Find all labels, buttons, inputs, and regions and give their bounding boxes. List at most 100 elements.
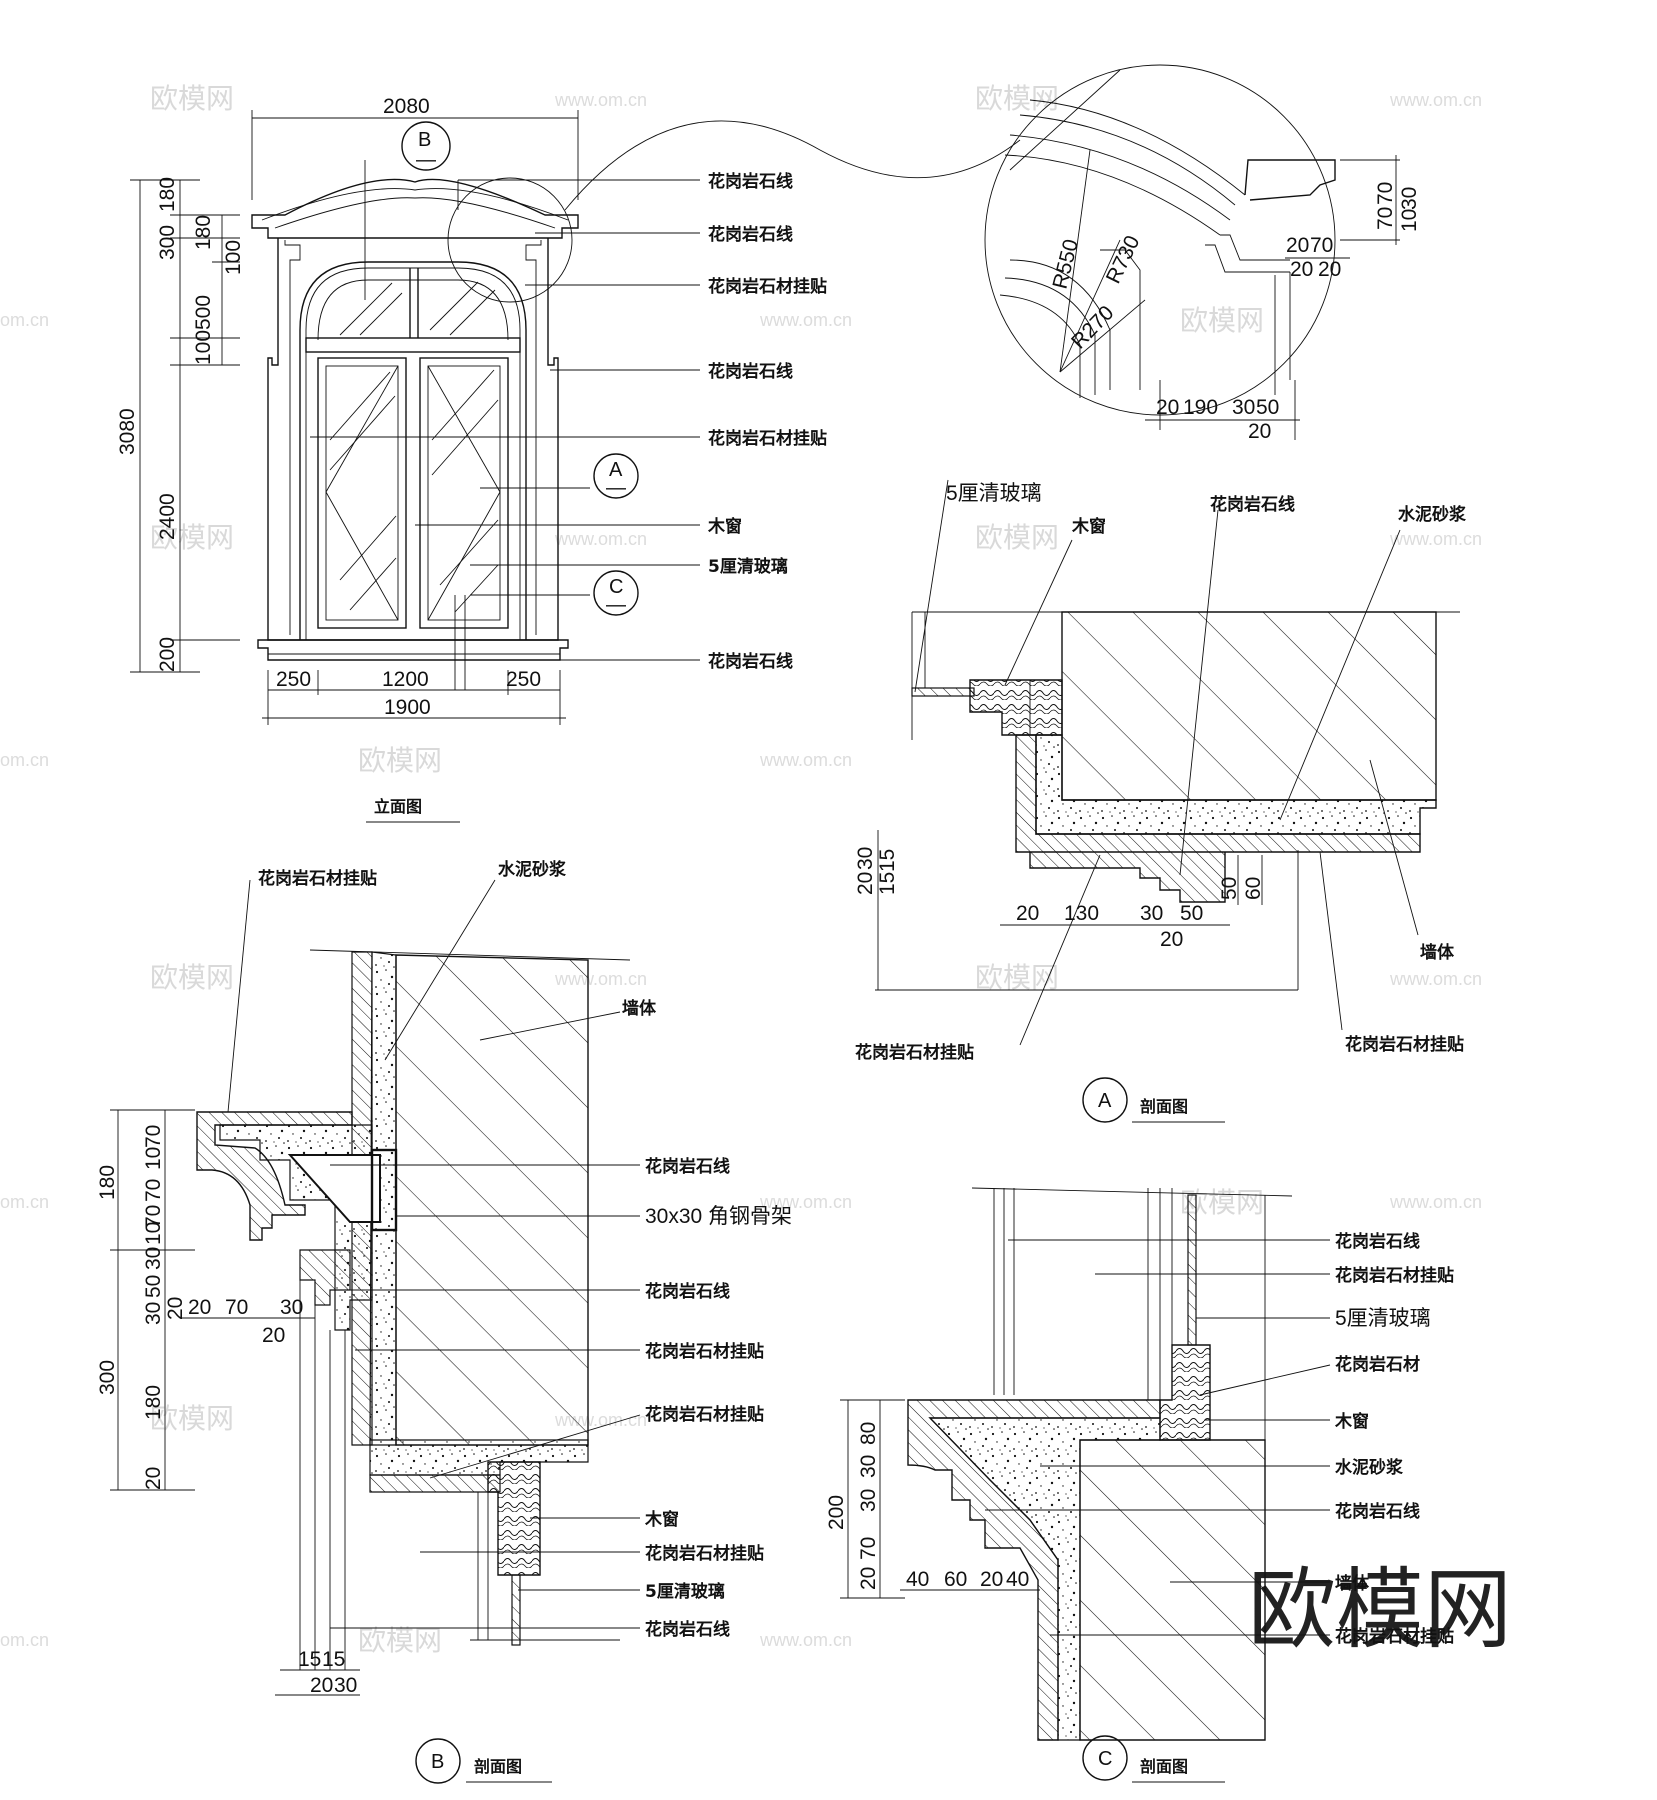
leader-line xyxy=(1179,509,1219,876)
dim-detail-mid: 20 xyxy=(1290,258,1313,281)
dim-elev-left: 2400 xyxy=(156,493,179,540)
dim-detail-mid: 20 xyxy=(1286,234,1309,257)
leader-line xyxy=(384,879,496,1061)
dim-elev-left: 200 xyxy=(156,637,179,672)
label-clear-glass: 5厘清玻璃 xyxy=(1335,1307,1431,1330)
dim-elev-bottom: 250 xyxy=(276,668,311,691)
dim-elev-bottom: 250 xyxy=(506,668,541,691)
label-granite-stone: 花岗岩石材 xyxy=(1335,1354,1420,1375)
section-marker-a xyxy=(593,453,639,499)
dim-radius: R730 xyxy=(1102,232,1145,287)
elevation-cornice-line xyxy=(274,197,556,229)
section-a-wood-window xyxy=(969,679,1063,736)
leader-line xyxy=(1004,539,1073,686)
title-section-a: 剖面图 xyxy=(1140,1097,1188,1116)
label-granite-hang: 花岗岩石材挂贴 xyxy=(1335,1626,1454,1647)
label-granite-hang: 花岗岩石材挂贴 xyxy=(645,1341,764,1362)
watermark-url: www.om.cn xyxy=(759,1630,852,1650)
dim-detail-right: 70 xyxy=(1374,182,1397,205)
watermark-url: om.cn xyxy=(0,310,49,330)
watermark-brand: 欧模网 xyxy=(975,521,1059,554)
dim-detail-bottom: 190 xyxy=(1183,396,1218,419)
label-granite-line: 花岗岩石线 xyxy=(708,651,793,672)
dim-detail-bottom: 50 xyxy=(1256,396,1279,419)
radius-line xyxy=(1059,299,1146,373)
elevation-cornice xyxy=(251,178,579,239)
watermark-url: www.om.cn xyxy=(759,750,852,770)
label-granite-hang: 花岗岩石材挂贴 xyxy=(1335,1265,1454,1286)
sash-diamond xyxy=(325,491,399,621)
section-title-marker-c-letter: C xyxy=(1098,1748,1112,1770)
elevation-sash-right xyxy=(419,357,509,629)
watermark-layer: 欧模网 www.om.cn 欧模网 www.om.cn om.cn www.om… xyxy=(0,82,1512,1661)
section-b-wood-window xyxy=(487,1461,541,1576)
dim-sec-a-bottom: 50 xyxy=(1180,902,1203,925)
dim-sec-a-left: 15 xyxy=(876,849,899,872)
detail-moulding xyxy=(1009,134,1231,221)
section-b-granite-line xyxy=(299,1249,351,1306)
elevation-sash-right-glass xyxy=(427,365,501,621)
dim-sec-b-mid: 20 xyxy=(262,1324,285,1347)
dim-detail-right: 30 xyxy=(1398,187,1421,210)
leader-line xyxy=(479,1011,621,1041)
dim-detail-mid: 70 xyxy=(1310,234,1333,257)
dim-elev-left-total: 3080 xyxy=(116,408,139,455)
section-a-view: 20 30 15 15 20 130 30 50 20 50 60 5厘清玻璃 … xyxy=(854,479,1467,1123)
label-granite-hang: 花岗岩石材挂贴 xyxy=(855,1042,974,1063)
dim-sec-b-left-col: 70 xyxy=(142,1205,165,1228)
watermark-url: www.om.cn xyxy=(1389,1192,1482,1212)
section-c-granite-line xyxy=(907,1399,1161,1741)
watermark-url: www.om.cn xyxy=(1389,529,1482,549)
dim-sec-b-bottom: 20 xyxy=(310,1674,333,1697)
detail-step xyxy=(1205,244,1290,273)
dim-sec-c-bottom: 20 xyxy=(980,1568,1003,1591)
section-b-wall xyxy=(395,954,589,1446)
section-marker-b-dash: — xyxy=(416,149,436,171)
section-marker-b xyxy=(401,121,451,171)
dim-sec-c-left: 200 xyxy=(825,1495,848,1530)
watermark-brand: 欧模网 xyxy=(975,961,1059,994)
label-cement-mortar: 水泥砂浆 xyxy=(1398,504,1467,525)
watermark-brand: 欧模网 xyxy=(150,521,234,554)
label-granite-line: 花岗岩石线 xyxy=(1335,1501,1420,1522)
label-granite-line: 花岗岩石线 xyxy=(645,1156,730,1177)
leader-line xyxy=(227,879,251,1113)
dim-sec-b-left-col: 70 xyxy=(142,1179,165,1202)
dim-elev-left: 300 xyxy=(156,225,179,260)
watermark-url: om.cn xyxy=(0,750,49,770)
section-b-cornice-granite xyxy=(196,1111,353,1241)
section-c-view: 200 80 30 30 70 20 40 60 20 40 花岗岩石线 花岗岩… xyxy=(825,1187,1454,1783)
dim-elev-left: 180 xyxy=(156,177,179,212)
elevation-view: 2080 250 1200 250 1900 3080 180 300 180 … xyxy=(116,95,1021,823)
glass-hatch xyxy=(429,281,479,331)
dim-sec-b-left-top: 180 xyxy=(96,1165,119,1200)
section-c-wall xyxy=(1079,1439,1266,1741)
dim-sec-b-bottom: 15 xyxy=(322,1648,345,1671)
dim-sec-c-bottom: 40 xyxy=(906,1568,929,1591)
glass-hatch xyxy=(329,395,396,471)
title-section-c: 剖面图 xyxy=(1140,1757,1188,1776)
dim-sec-c-left: 70 xyxy=(857,1537,880,1560)
label-clear-glass: 5厘清玻璃 xyxy=(946,482,1042,505)
label-granite-line: 花岗岩石线 xyxy=(1335,1231,1420,1252)
elevation-sill xyxy=(257,639,569,661)
label-granite-line: 花岗岩石线 xyxy=(708,361,793,382)
dim-sec-b-left-bottom: 300 xyxy=(96,1360,119,1395)
dim-detail-right: 70 xyxy=(1374,207,1397,230)
dim-detail-right: 10 xyxy=(1398,209,1421,232)
section-title-marker-b-letter: B xyxy=(431,1751,444,1773)
dim-elev-bottom-total: 1900 xyxy=(384,696,431,719)
dim-elev-bottom: 1200 xyxy=(382,668,429,691)
dim-elev-left: 180 xyxy=(192,215,215,250)
title-elevation: 立面图 xyxy=(374,797,422,816)
detail-step xyxy=(1220,234,1290,261)
watermark-brand: 欧模网 xyxy=(358,1624,442,1657)
label-wall: 墙体 xyxy=(622,998,657,1019)
label-wall: 墙体 xyxy=(1335,1573,1370,1594)
dim-sec-b-left-col: 10 xyxy=(142,1222,165,1245)
watermark-url: www.om.cn xyxy=(1389,90,1482,110)
label-wall: 墙体 xyxy=(1420,942,1455,963)
glass-hatch xyxy=(359,292,403,336)
leader-line xyxy=(914,479,949,693)
